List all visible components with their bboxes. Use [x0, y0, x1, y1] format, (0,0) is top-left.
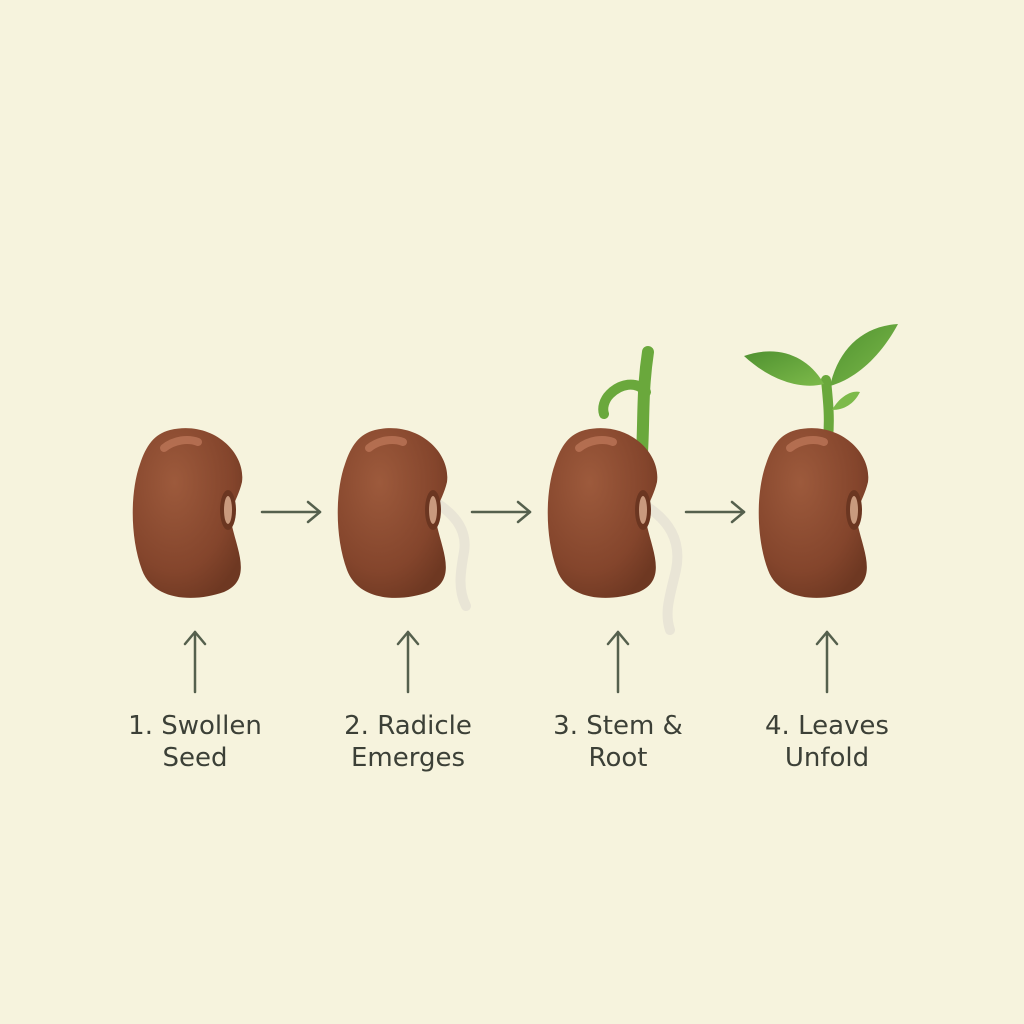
arrow-right-icon: [684, 500, 746, 524]
seed-4: [758, 428, 869, 598]
stage-4-illustration: [744, 324, 898, 598]
stem-4: [821, 375, 834, 443]
leaf-small-4: [832, 391, 860, 410]
seed-1: [132, 428, 243, 598]
stage-label-line: 1. Swollen: [128, 711, 262, 741]
stage-label-1: 1. Swollen Seed: [85, 710, 305, 774]
radicle-2: [427, 495, 471, 611]
stage-label-line: Root: [588, 743, 648, 773]
stage-label-line: 2. Radicle: [344, 711, 472, 741]
stage-1-illustration: [132, 428, 243, 598]
seed-2: [337, 428, 448, 598]
stage-label-3: 3. Stem & Root: [508, 710, 728, 774]
arrow-up-icon: [396, 630, 420, 694]
stage-label-line: Seed: [162, 743, 228, 773]
stage-3-illustration: [547, 346, 683, 635]
arrow-right-icon: [260, 500, 322, 524]
seed-3: [547, 428, 658, 598]
arrow-up-icon: [183, 630, 207, 694]
stage-label-line: 4. Leaves: [765, 711, 889, 741]
arrow-right-icon: [470, 500, 532, 524]
leaf-left-4: [744, 351, 824, 386]
stage-label-line: Emerges: [350, 743, 466, 773]
hook-3: [598, 379, 651, 419]
root-3: [641, 501, 683, 635]
shoot-3: [636, 346, 654, 458]
stage-label-line: Unfold: [784, 743, 870, 773]
arrow-up-icon: [815, 630, 839, 694]
stage-label-line: 3. Stem &: [553, 711, 683, 741]
arrow-up-icon: [606, 630, 630, 694]
stage-2-illustration: [337, 428, 471, 611]
stage-label-2: 2. Radicle Emerges: [298, 710, 518, 774]
stage-label-4: 4. Leaves Unfold: [717, 710, 937, 774]
leaf-right-4: [830, 324, 898, 386]
